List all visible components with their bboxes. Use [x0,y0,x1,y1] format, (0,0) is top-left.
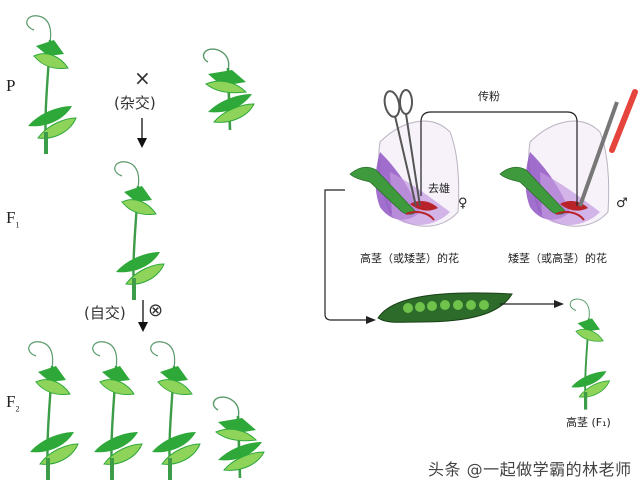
flower-left-caption: 高茎（或矮茎）的花 [360,252,459,265]
p-tall-plant [25,14,78,156]
p-short-plant [202,47,256,132]
generation-label-f2: F2 [6,392,20,414]
pea-pod [377,292,513,323]
f2-tall-plant-1 [27,340,80,482]
brush-icon [578,89,638,207]
offspring-tall-plant [569,298,611,411]
cross-symbol: × [134,66,151,90]
watermark: 头条 @一起做学霸的林老师 [428,460,632,479]
flower-right-caption: 矮茎（或高茎）的花 [508,252,607,265]
pollination-label: 传粉 [478,90,500,103]
female-flower [349,120,460,228]
f2-short-plant [212,395,266,480]
f1-tall-plant [113,160,166,302]
generation-label-f1: F1 [6,208,20,230]
female-symbol: ♀ [458,196,468,211]
f2-tall-plant-3 [149,340,202,482]
male-symbol: ♂ [616,196,628,211]
self-cross-label: (自交) [84,304,126,322]
f2-tall-plant-2 [91,340,144,482]
scissors-icon [383,89,421,207]
generation-label-p: P [6,76,16,95]
offspring-caption: 高茎 (F₁) [566,416,611,429]
cross-label: (杂交) [114,94,156,112]
emasculation-label: 去雄 [428,182,450,195]
self-cross-symbol: ⊗ [148,300,164,321]
